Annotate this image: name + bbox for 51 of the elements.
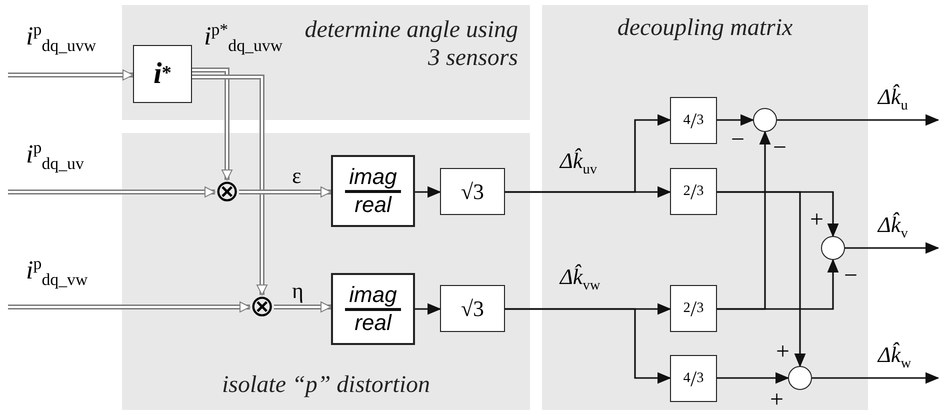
multiplier-symbol: ⊗ bbox=[215, 180, 239, 204]
sign-label: + bbox=[770, 388, 784, 411]
arrow bbox=[717, 260, 838, 310]
edge-label: Δk̂$_{uv}$ bbox=[560, 150, 597, 177]
sign-label: − bbox=[844, 264, 858, 288]
summing-junction bbox=[821, 236, 845, 260]
arrow bbox=[717, 191, 806, 366]
edge-label: Δk̂$_{v}$ bbox=[878, 214, 908, 241]
panel-title: determine angle using 3 sensors bbox=[304, 17, 518, 72]
arrow bbox=[777, 114, 938, 126]
arrow bbox=[717, 372, 788, 384]
double-line-arrow bbox=[239, 186, 332, 198]
panel-title: decoupling matrix bbox=[616, 15, 794, 43]
division-block bbox=[331, 273, 415, 345]
edge-label: ε bbox=[292, 165, 302, 187]
sign-label: + bbox=[810, 208, 824, 232]
arrow bbox=[505, 186, 670, 198]
double-line-arrow bbox=[8, 186, 216, 198]
arrow bbox=[505, 308, 670, 384]
denominator-text: real bbox=[354, 192, 393, 217]
denominator-text: real bbox=[354, 310, 393, 335]
multiplier-symbol: ⊗ bbox=[250, 295, 274, 319]
double-line-arrow bbox=[274, 302, 332, 312]
reference-block: i$^{*}$ bbox=[133, 45, 192, 103]
numerator-text: imag bbox=[345, 165, 401, 192]
edge-label: Δk̂$_{u}$ bbox=[878, 86, 908, 113]
shaded-panel bbox=[122, 5, 530, 120]
sign-label: − bbox=[731, 128, 745, 152]
arrow bbox=[717, 114, 754, 126]
edge-label: η bbox=[292, 280, 304, 302]
double-line-arrow bbox=[8, 70, 134, 80]
shaded-panel bbox=[542, 5, 868, 410]
arrow bbox=[415, 304, 440, 314]
double-line-arrow bbox=[192, 74, 268, 296]
summing-junction bbox=[788, 366, 812, 390]
edge-label: Δk̂$_{w}$ bbox=[878, 344, 912, 371]
division-block bbox=[331, 155, 415, 227]
arrow bbox=[415, 186, 440, 198]
edge-label: Δk̂$_{vw}$ bbox=[560, 266, 600, 293]
double-line-arrow bbox=[8, 302, 250, 312]
arrow bbox=[845, 242, 938, 254]
double-line-arrow bbox=[192, 68, 232, 180]
numerator-text: imag bbox=[345, 283, 401, 310]
panel-title: isolate “p” distortion bbox=[220, 372, 432, 400]
arrow bbox=[812, 372, 938, 384]
sign-label: + bbox=[776, 340, 790, 364]
gain-block: √3 bbox=[440, 285, 505, 332]
gain-block: √3 bbox=[440, 168, 505, 215]
sign-label: − bbox=[773, 136, 787, 160]
summing-junction bbox=[753, 108, 777, 132]
shaded-panel bbox=[122, 133, 530, 410]
